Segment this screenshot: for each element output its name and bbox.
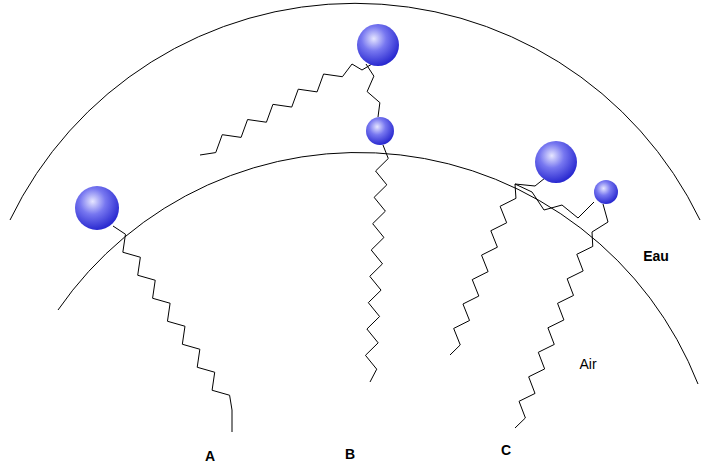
head-group [535, 141, 577, 183]
alkyl-chain [365, 145, 388, 382]
alkyl-chain [200, 64, 372, 155]
molecule-letter: B [345, 447, 355, 462]
head-group [75, 186, 119, 230]
surfactant-tails [113, 64, 608, 432]
polar-heads [75, 24, 618, 230]
alkyl-chain [515, 204, 608, 428]
alkyl-chain [450, 178, 545, 355]
molecule-letter: A [205, 449, 215, 464]
alkyl-chain [113, 226, 232, 432]
phase-label: Eau [643, 249, 669, 264]
head-group [366, 117, 394, 145]
alkyl-chain [366, 64, 380, 117]
phase-label: Air [579, 357, 596, 372]
head-group [357, 24, 399, 66]
molecule-letter: C [501, 443, 511, 458]
head-group [594, 180, 618, 204]
alkyl-chain [515, 184, 594, 218]
outer-interface [10, 3, 700, 220]
